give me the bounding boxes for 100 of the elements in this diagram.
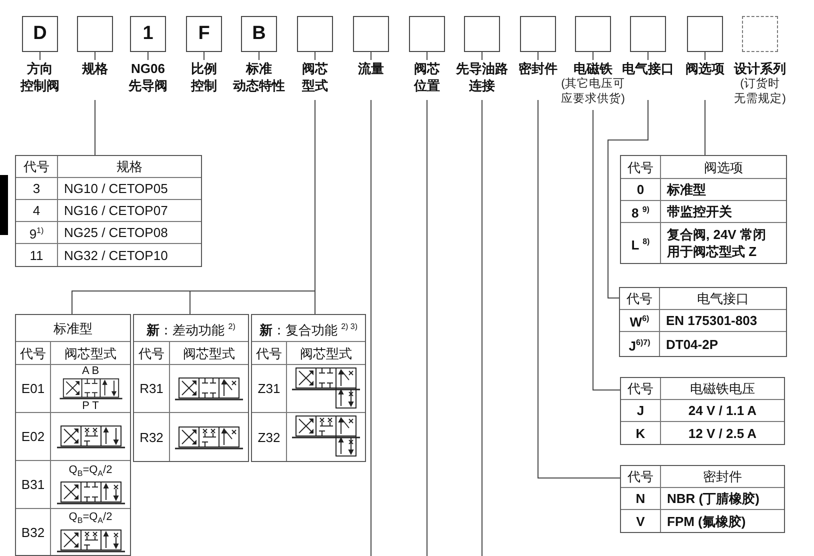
code-value: R32 [140,428,164,446]
column-header: 代号 [256,344,282,362]
option-value: NG25 / CETOP08 [64,224,168,241]
code-value: J$^{6)7)}$ [628,336,650,354]
code-field [630,16,666,52]
column-header: 代号 [20,344,46,362]
code-table [15,155,202,267]
code-value: Z32 [258,428,280,446]
code-label: 标准动态特性 [233,60,285,94]
code-table [620,155,787,264]
code-label: 电气接口 [622,60,674,77]
code-value: 0 [636,181,644,198]
code-label: 设计系列 [734,60,786,77]
code-value: J [636,402,644,419]
code-value: 9$^{1)}$ [29,225,44,243]
code-value: R31 [140,380,164,397]
code-value: K [636,424,646,442]
connector-line [94,100,96,156]
code-field: B [241,16,277,52]
code-value: W$^{6)}$ [630,313,650,331]
symbol-annotation: P T [82,400,99,412]
code-value: L $^{8)}$ [631,236,650,254]
column-header: 代号 [628,380,654,397]
connector-line [538,100,620,478]
column-header: 代号 [628,468,654,485]
option-value: 24 V / 1.1 A [688,402,757,419]
code-table [620,465,785,533]
option-value: NG16 / CETOP07 [64,202,168,219]
code-field [77,16,113,52]
code-label: 阀选项 [686,60,724,77]
code-label: 先导油路连接 [456,60,508,94]
code-label: 密封件 [518,60,558,77]
option-value: 带监控开关 [667,203,732,220]
column-header: 代号 [138,344,164,362]
code-field [742,16,778,52]
code-field [520,16,556,52]
code-label: 规格 [82,60,108,77]
code-value: Z31 [258,380,280,397]
option-value: EN 175301-803 [666,312,758,329]
code-field [575,16,611,52]
option-value: NBR (丁腈橡胶) [667,490,760,507]
connector-line [314,100,316,314]
code-table [251,314,366,462]
connector-line [370,100,372,556]
code-field: D [22,16,58,52]
code-label: 阀芯型式 [302,60,328,94]
connector-line [704,100,706,156]
code-value: E02 [21,428,45,445]
column-header: 密封件 [703,468,742,485]
code-value: 11 [30,246,44,264]
code-value: B32 [21,524,45,540]
option-value: FPM (氟橡胶) [667,512,746,530]
code-field [464,16,500,52]
code-value: 8 $^{9)}$ [632,204,650,222]
connector-line [608,100,648,298]
symbol-annotation: Q$_{B}$=Q$_{A}$/2 [68,511,112,528]
column-header: 阀芯型式 [64,344,116,362]
column-header: 代号 [628,158,654,176]
code-label: 流量 [358,60,384,77]
code-note: (其它电压可应要求供货) [561,77,625,107]
column-header: 规格 [116,158,142,175]
column-header: 阀选项 [704,158,743,176]
code-table [15,314,131,556]
table-title: 新：差动功能 $^{2)}$ [146,320,236,338]
code-field [353,16,389,52]
column-header: 代号 [24,158,50,175]
table-title: 标准型 [54,320,92,336]
table-title: 新：复合功能 $^{2) 3)}$ [259,320,358,338]
code-table [619,287,787,357]
column-header: 阀芯型式 [183,344,235,362]
code-value: 3 [32,180,40,197]
code-table [133,314,249,462]
code-value: V [636,512,645,530]
code-label: 电磁铁 [574,60,612,77]
code-note: (订货时无需规定) [734,77,786,107]
column-header: 电气接口 [697,290,749,307]
option-value: DT04-2P [666,336,718,352]
code-field [409,16,445,52]
code-table [620,377,785,445]
column-header: 阀芯型式 [300,344,352,362]
code-field [687,16,723,52]
option-value: 标准型 [667,181,706,198]
code-value: N [636,490,646,507]
column-header: 代号 [626,290,652,307]
code-label: 比例控制 [191,60,217,94]
option-value: NG10 / CETOP05 [64,180,168,197]
code-field [297,16,333,52]
code-value: 4 [32,202,40,219]
code-label: 阀芯位置 [414,60,440,94]
symbol-annotation: A B [82,365,100,377]
symbol-annotation: Q$_{B}$=Q$_{A}$/2 [68,464,112,480]
code-field: F [186,16,222,52]
code-field: 1 [130,16,166,52]
option-value: NG32 / CETOP10 [64,246,168,264]
connector-line [426,100,428,556]
option-value: 12 V / 2.5 A [688,424,757,442]
connector-line [592,110,620,390]
code-label: 方向控制阀 [20,60,60,94]
code-label: NG06 先导阀 [128,60,168,94]
option-value: 复合阀, 24V 常闭用于阀芯型式 Z [667,226,766,260]
